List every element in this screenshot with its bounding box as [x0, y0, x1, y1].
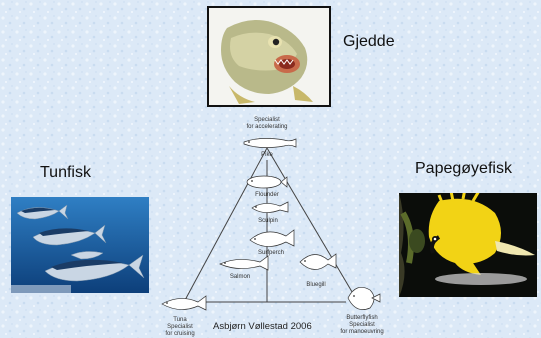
butterflyfish-diagram-label: Butterflyfish [346, 315, 377, 321]
tuna-caption-line1: Specialist [167, 324, 193, 330]
triangle-edge-left [184, 148, 267, 302]
tuna-diagram-label: Tuna [173, 317, 187, 323]
sculpin-diagram-label: Sculpin [258, 218, 278, 224]
pike-fish-icon [244, 138, 296, 147]
salmon-fish-icon [220, 256, 268, 270]
surfperch-fish-icon [250, 230, 294, 247]
tuna-fish-icon [162, 296, 206, 310]
tuna-label: Tunfisk [40, 164, 91, 182]
pike-label: Gjedde [343, 33, 395, 51]
tuna-school-image [11, 197, 149, 293]
bluegill-diagram-label: Bluegill [306, 282, 325, 288]
salmon-diagram-label: Salmon [230, 274, 250, 280]
top-caption-line1: Specialist [254, 117, 280, 123]
flounder-diagram-label: Flounder [255, 192, 279, 198]
tuna-caption-line2: for cruising [165, 331, 194, 337]
flounder-fish-icon [247, 176, 281, 188]
pike-face-image [209, 8, 329, 105]
tuna-photo [11, 197, 149, 293]
butterfly-caption-line2: for manoeuvring [340, 329, 383, 335]
pike-diagram-label: Pike [261, 152, 273, 158]
top-caption-line2: for accelerating [246, 124, 287, 130]
morphology-triangle-diagram: Specialist for accelerating Pike Flounde… [150, 112, 390, 338]
credit-text: Asbjørn Vøllestad 2006 [213, 321, 312, 332]
triangle-edge-right [267, 148, 358, 302]
pike-photo [207, 6, 331, 107]
butterflyfish-label: Papegøyefisk [415, 160, 512, 178]
sculpin-fish-icon [252, 202, 288, 213]
butterflyfish-fish-icon [348, 287, 374, 309]
butterflyfish-image [399, 193, 537, 297]
butterflyfish-photo [399, 193, 537, 297]
butterfly-caption-line1: Specialist [349, 322, 375, 328]
surfperch-diagram-label: Surfperch [258, 250, 284, 256]
